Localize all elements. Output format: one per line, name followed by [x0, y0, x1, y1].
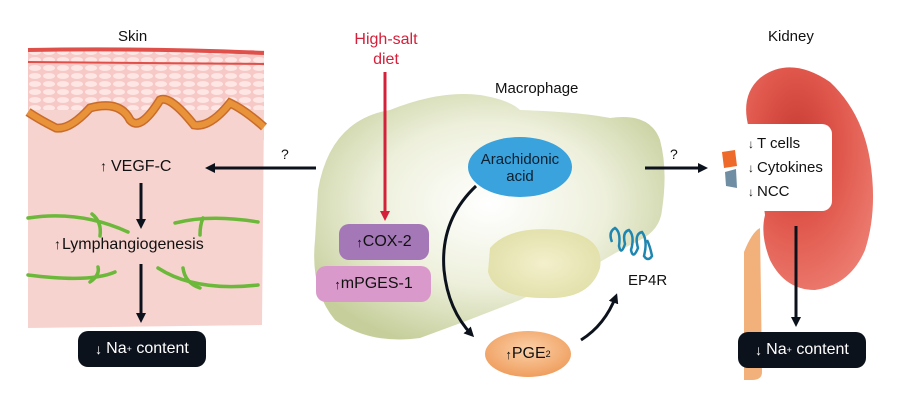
skin-title: Skin — [118, 28, 148, 45]
kidney-effects-box — [727, 124, 832, 211]
kidney-na-content-box: ↓Na+ content — [738, 332, 866, 368]
arrow-arachidonic-to-pge — [442, 184, 478, 338]
pge2-bubble — [485, 331, 571, 377]
kidney-title: Kidney — [768, 28, 814, 45]
high-salt-diet-label: High-salt diet — [354, 31, 418, 68]
skin-surface-line — [27, 47, 265, 55]
lymphangiogenesis-label: ↑Lymphangiogenesis — [54, 236, 204, 253]
skin-epidermis — [28, 50, 264, 110]
down-arrow-icon: ↓ — [748, 161, 754, 175]
mpges-box — [316, 266, 431, 302]
up-arrow-icon: ↑ — [54, 236, 61, 252]
kidney-effects-list: ↓T cells ↓Cytokines ↓NCC — [748, 132, 823, 204]
lymph-vessels — [26, 212, 260, 290]
kidney-hilum-vessel-blue — [725, 169, 737, 188]
arrow-pge-to-ep4r — [580, 293, 619, 342]
macrophage-cell — [314, 72, 708, 377]
skin-panel — [25, 47, 316, 328]
question-mark-left: ? — [281, 146, 289, 162]
up-arrow-icon: ↑ — [100, 158, 107, 174]
effect-t-cells: ↓T cells — [748, 135, 801, 152]
cox2-box — [339, 224, 429, 260]
down-arrow-icon: ↓ — [748, 185, 754, 199]
mpges1-label: ↑mPGES-1 — [334, 275, 413, 292]
dermis-wave — [26, 96, 267, 132]
down-arrow-icon: ↓ — [748, 137, 754, 151]
question-mark-right: ? — [670, 146, 678, 162]
vegf-c-label: ↑VEGF-C — [100, 158, 172, 175]
kidney-panel — [722, 67, 874, 380]
arachidonic-acid-bubble — [468, 137, 572, 197]
skin-inner-line — [27, 61, 265, 65]
up-arrow-icon: ↑ — [356, 234, 363, 250]
macrophage-title: Macrophage — [495, 80, 579, 97]
ep4r-receptor-icon — [609, 226, 654, 261]
down-arrow-icon: ↓ — [755, 342, 763, 358]
up-arrow-icon: ↑ — [505, 346, 512, 362]
cox2-label: ↑COX-2 — [356, 233, 412, 250]
down-arrow-icon: ↓ — [95, 341, 103, 357]
skin-na-content-box: ↓Na+ content — [78, 331, 206, 367]
up-arrow-icon: ↑ — [334, 276, 341, 292]
ep4r-label: EP4R — [628, 272, 668, 289]
effect-cytokines: ↓Cytokines — [748, 159, 823, 176]
arachidonic-acid-label: Arachidonic acid — [480, 151, 560, 185]
kidney-hilum-vessel-red — [722, 150, 737, 168]
nucleus — [488, 229, 601, 299]
effect-ncc: ↓NCC — [748, 183, 790, 200]
